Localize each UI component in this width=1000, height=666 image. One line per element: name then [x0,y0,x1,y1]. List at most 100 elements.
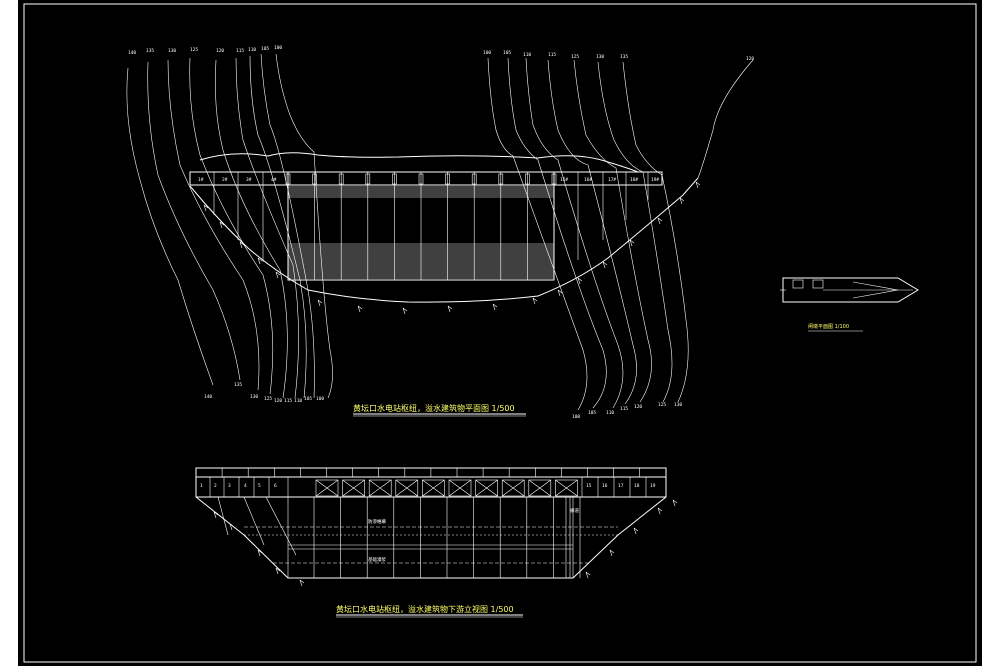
gate-cross [369,479,392,497]
gate-cross [342,479,365,497]
block-label-1: 1# [198,177,204,183]
contour-label: 100 [274,45,282,51]
pier-head [445,173,450,185]
gate-cross [502,479,525,497]
section-outline [195,477,667,579]
excavation-boundary [189,177,699,303]
contour-label: 100 [572,414,580,420]
gate-box [422,479,445,497]
gate-box [395,479,419,497]
contour-label: 135 [234,382,242,388]
slope-tick [532,297,538,305]
svg-text:15: 15 [586,483,592,489]
gate-box [342,479,365,497]
pier-head [312,173,317,185]
section-title: 黄坛口水电站枢纽，溢水建筑物下游立视图 1/500 [336,604,514,614]
slope-tick [695,181,701,189]
dimension-ticks [195,468,667,477]
gate-box [475,479,498,497]
gate-cross [448,479,472,497]
slope-tick [213,511,219,519]
section-side-label: 廊道 [570,507,579,514]
contour-label: 105 [503,50,511,56]
svg-text:17: 17 [618,483,624,489]
detail-title: 闸墩平面图 1/100 [808,323,849,330]
svg-text:19: 19 [650,483,656,489]
contour-label: 115 [236,48,244,54]
sheet-border [23,3,977,663]
gate-cross [528,479,551,497]
gate-cross [315,479,339,497]
contour-label: 130 [168,48,176,54]
contour-label: 140 [128,50,136,56]
contour-label: 110 [294,398,302,404]
pier-detail: 闸墩平面图 1/100 [780,277,919,332]
contour-label: 105 [261,46,269,52]
gate-box [528,479,552,497]
slope-tick [275,271,281,279]
contour-label: 100 [316,396,324,402]
slope-tick [585,571,591,579]
slope-tick [577,277,583,285]
slope-tick [492,303,498,311]
contour-label: 125 [190,47,198,53]
slope-tick [239,241,245,249]
contour-label: 130 [250,394,258,400]
slope-tick [317,299,323,307]
contour-label: 115 [284,398,292,404]
contour-label: 130 [596,54,604,60]
contour-label: 140 [204,394,212,400]
svg-text:18: 18 [634,483,640,489]
contour-label: 100 [483,50,491,56]
contour-label: 125 [658,402,666,408]
contour-label: 110 [523,52,531,58]
gate-cross [422,479,445,497]
slope-ticks [203,181,701,315]
slope-tick [672,499,678,507]
gate-box [448,479,472,497]
slope-tick [275,567,281,575]
block-label-16: 16# [584,177,592,183]
pier-head [551,173,557,185]
slope-tick [219,221,225,229]
contour-label: 130 [674,402,682,408]
pier-head [338,173,344,185]
slope-tick [203,204,209,212]
svg-text:5: 5 [258,483,261,489]
contour-label: 135 [620,54,628,60]
pier-outline [782,277,919,303]
slope-tick [299,579,305,587]
slope-tick [609,549,615,557]
svg-text:2: 2 [214,483,217,489]
contour-label: 120 [274,398,282,404]
slope-tick [679,197,685,205]
gate-box [501,479,525,497]
spillway-hatching [288,186,554,279]
section-label-upper: 防渗帷幕 [368,518,386,525]
contour-label: 105 [588,410,596,416]
slope-tick [229,523,235,531]
contour-label: 115 [620,406,628,412]
pier-head [498,173,504,185]
contour-label: 110 [606,410,614,416]
contour-label: 115 [548,52,556,58]
cad-drawing: 1# 2# 3# 4# 15# 16# 17# 18# 19# [23,3,977,663]
contour-label: 120 [746,56,754,62]
slope-tick [257,549,263,557]
svg-text:4: 4 [244,483,247,489]
block-label-3: 3# [246,177,252,183]
gate-box [315,479,339,497]
contour-label: 105 [304,396,312,402]
contour-label: 120 [634,404,642,410]
svg-text:1: 1 [200,483,203,489]
slope-tick [633,527,639,535]
contour-label: 120 [216,48,224,54]
svg-text:3: 3 [228,483,231,489]
section-label-lower: 基础灌浆 [368,556,386,563]
svg-text:6: 6 [274,483,277,489]
section-block-lines [209,477,647,578]
slope-tick [629,239,635,247]
svg-text:16: 16 [602,483,608,489]
plan-view: 1# 2# 3# 4# 15# 16# 17# 18# 19# [126,45,754,420]
